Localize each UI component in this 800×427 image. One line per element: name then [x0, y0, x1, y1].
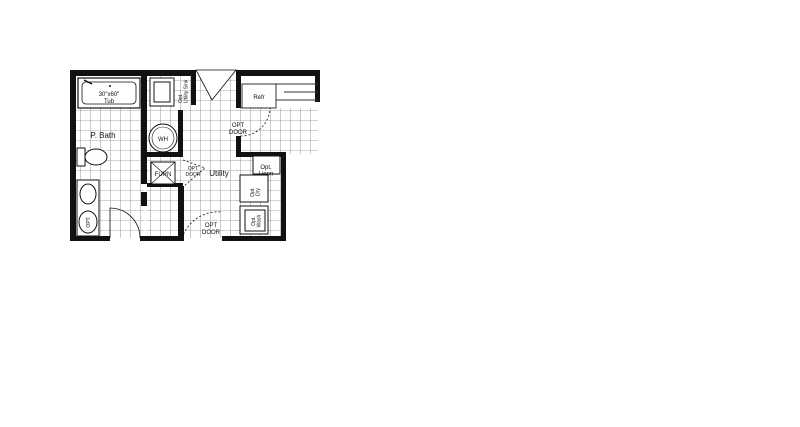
utility-sink: [149, 77, 175, 107]
bath-option-label: OPT.: [86, 216, 92, 227]
opt-door-upper-line2: DOOR: [229, 130, 248, 136]
water-heater: [148, 123, 178, 153]
refrigerator-label: Refr: [253, 95, 264, 101]
washer-label: Opt.Wash: [251, 214, 263, 227]
bath-room-label: P. Bath: [90, 131, 115, 140]
opt-door-lower-line1: OPT: [205, 223, 218, 229]
furnace-label: FURN: [155, 172, 172, 178]
toilet: [76, 147, 108, 167]
opt-door-furnace-line1: OPT: [188, 166, 198, 172]
opt-door-furnace-line2: DOOR: [186, 172, 201, 178]
linen-label: Opt.Linen: [259, 165, 274, 178]
laundry-fixtures: [239, 155, 281, 235]
utility-room-label: Utility: [209, 169, 229, 178]
water-heater-label: WH: [158, 137, 168, 143]
dryer-label: Opt.Dry: [250, 187, 262, 196]
walls: [70, 70, 320, 241]
tub-size-label: 30"x60": [99, 92, 120, 98]
utility-sink-label: Opt.Utility Sink: [178, 79, 190, 103]
bathtub: [77, 77, 141, 109]
vanity-sink: [76, 179, 100, 237]
tub-label: Tub: [104, 99, 115, 105]
opt-door-upper-line1: OPT: [232, 123, 245, 129]
door-swings: [109, 69, 271, 239]
kitchen-counter: [241, 83, 318, 109]
labels: 30"x60" Tub P. Bath Opt.Utility Sink WH …: [86, 79, 273, 236]
opt-door-lower-line2: DOOR: [202, 230, 221, 236]
furnace: [150, 161, 176, 185]
